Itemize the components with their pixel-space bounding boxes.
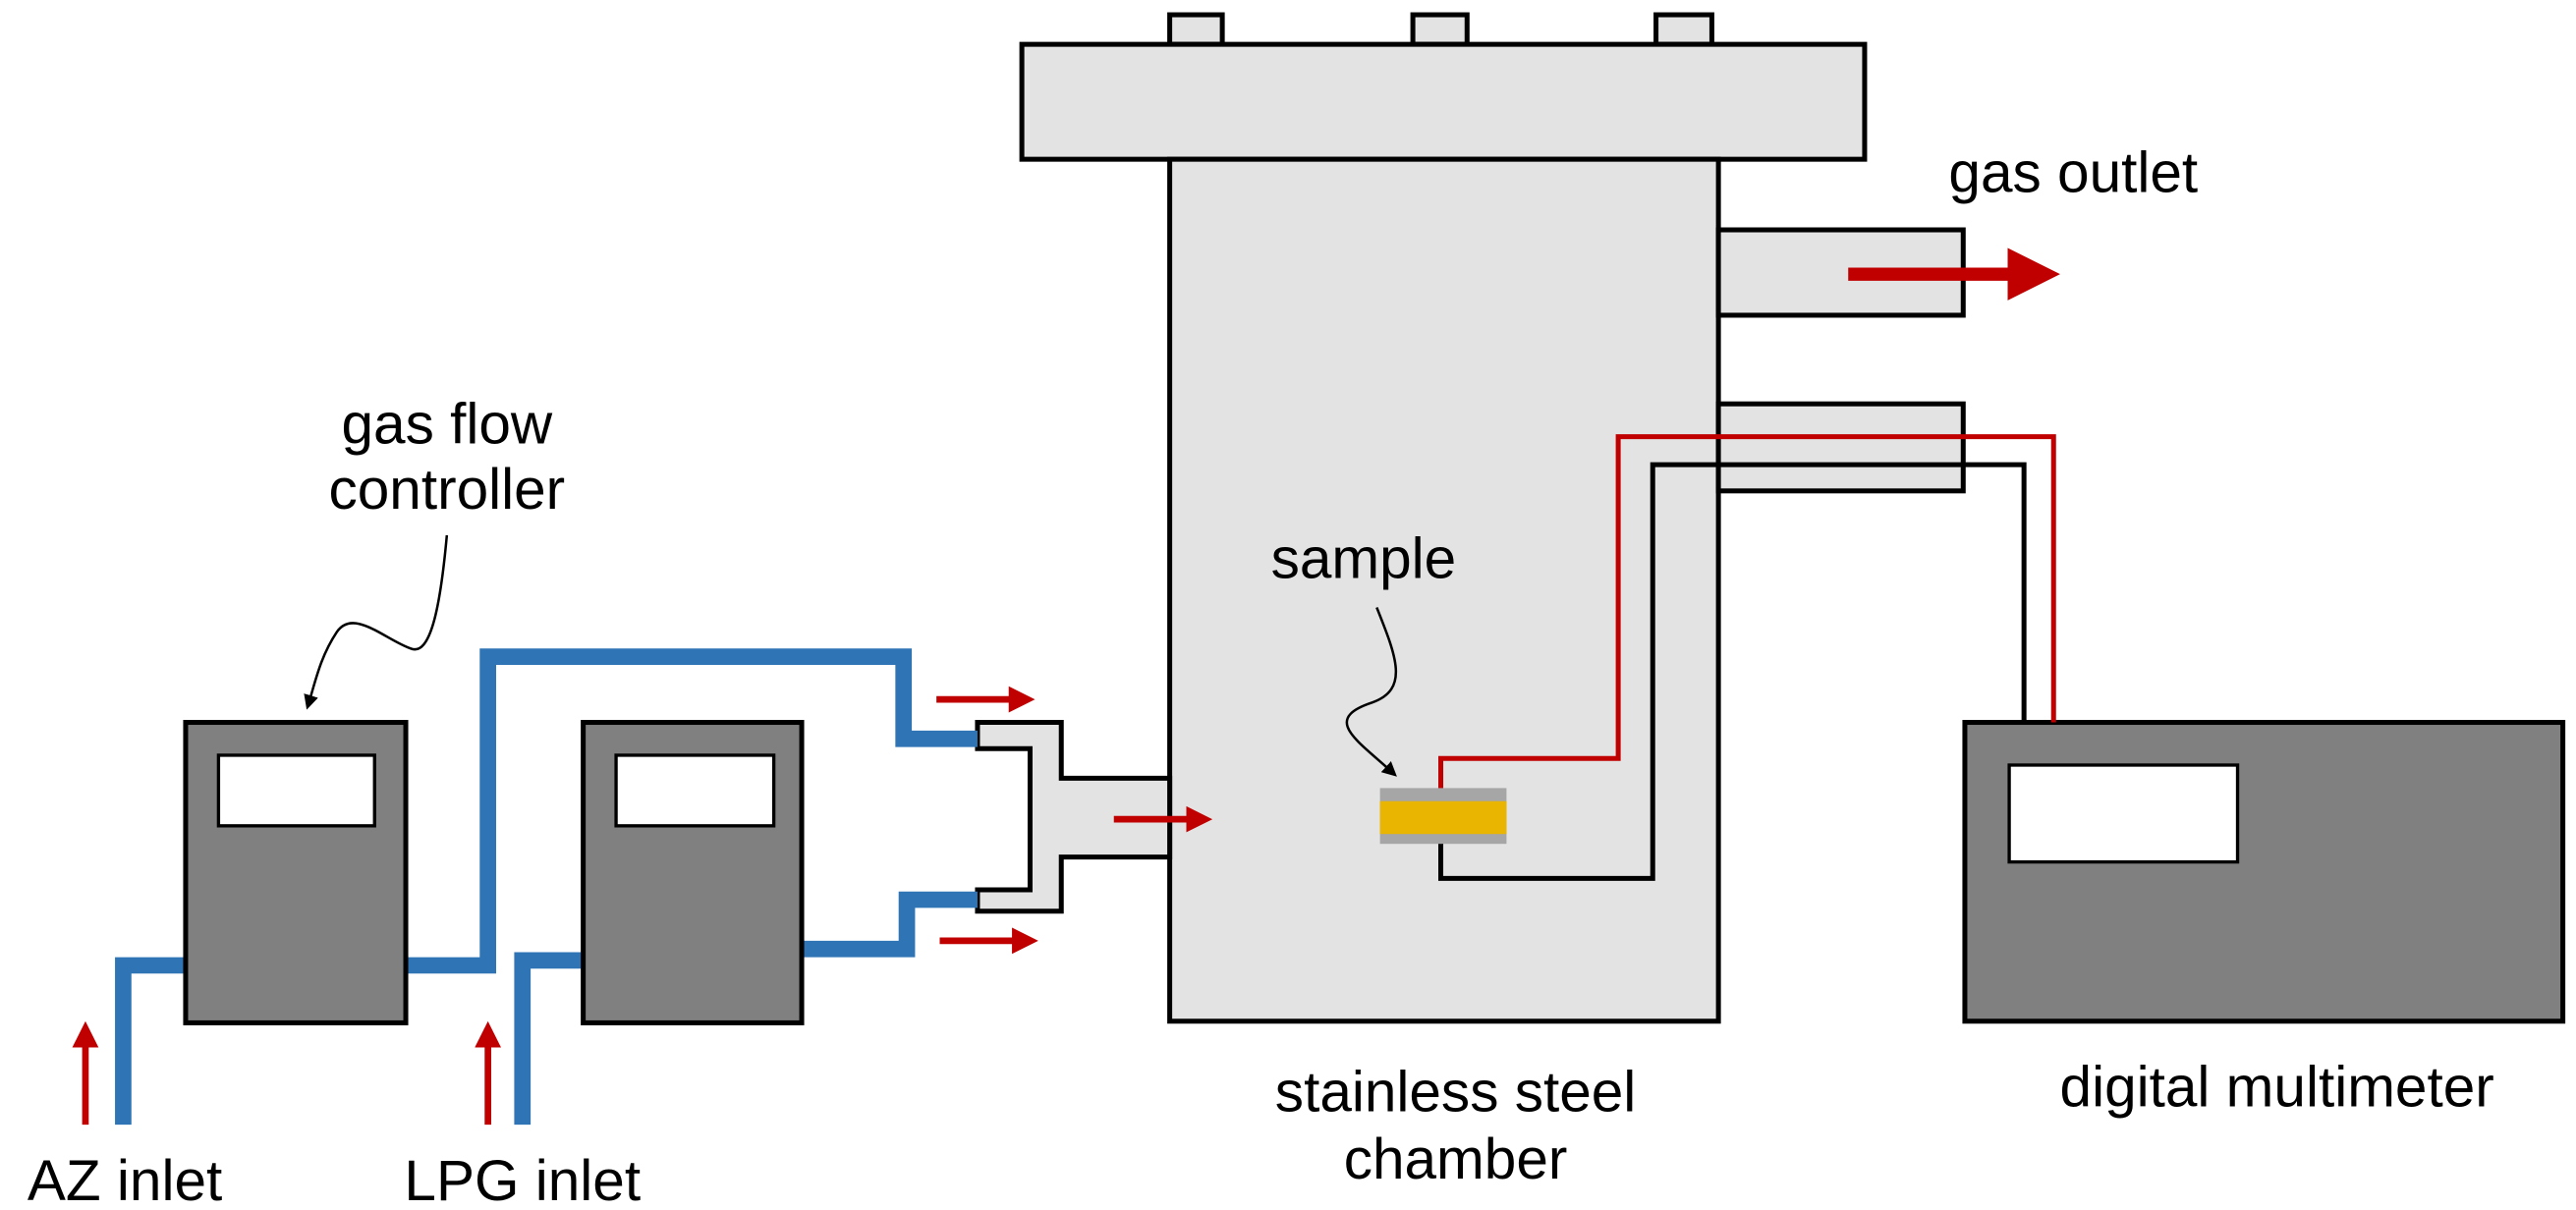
- gas-flow-controller-lpg: [581, 720, 805, 1025]
- sample-label: sample: [1271, 526, 1457, 590]
- gas-flow-controller-label: gas flow: [342, 392, 553, 456]
- chamber-knob: [1653, 12, 1714, 47]
- multimeter-label: digital multimeter: [2060, 1056, 2494, 1120]
- gas-pipes: [115, 648, 978, 1126]
- gas-outlet-label: gas outlet: [1948, 141, 2198, 205]
- t-connector: [975, 720, 1173, 914]
- chamber-lid: [1019, 41, 1868, 162]
- controller-display: [216, 753, 376, 828]
- chamber-knob: [1167, 12, 1225, 47]
- gas-flow-controller-label: controller: [329, 458, 566, 522]
- controller-pointer-arrow-icon: [304, 534, 449, 710]
- chamber-knob: [1410, 12, 1470, 47]
- digital-multimeter: [1962, 720, 2566, 1024]
- sample: [1379, 788, 1507, 845]
- wire-port: [1715, 401, 1966, 494]
- lpg-inlet-pipe: [514, 952, 584, 1126]
- controller-display: [614, 753, 776, 828]
- lpg-inlet-label: LPG inlet: [404, 1149, 641, 1210]
- az-inlet-pipe: [115, 957, 186, 1126]
- red-wire: [1438, 434, 2056, 792]
- chamber-label: chamber: [1344, 1128, 1568, 1191]
- az-to-connector-pipe: [406, 648, 978, 974]
- sample-pointer-arrow-icon: [1345, 607, 1397, 777]
- multimeter-display: [2007, 763, 2240, 864]
- sensing-layer: [1379, 800, 1507, 835]
- black-wire: [1438, 462, 2027, 881]
- az-inlet-label: AZ inlet: [28, 1149, 222, 1210]
- lpg-to-connector-pipe: [802, 891, 978, 958]
- chamber-label: stainless steel: [1275, 1061, 1636, 1125]
- gas-flow-controller-az: [183, 720, 409, 1025]
- stainless-steel-chamber: [975, 12, 1966, 1024]
- flow-arrows: [72, 248, 2060, 1126]
